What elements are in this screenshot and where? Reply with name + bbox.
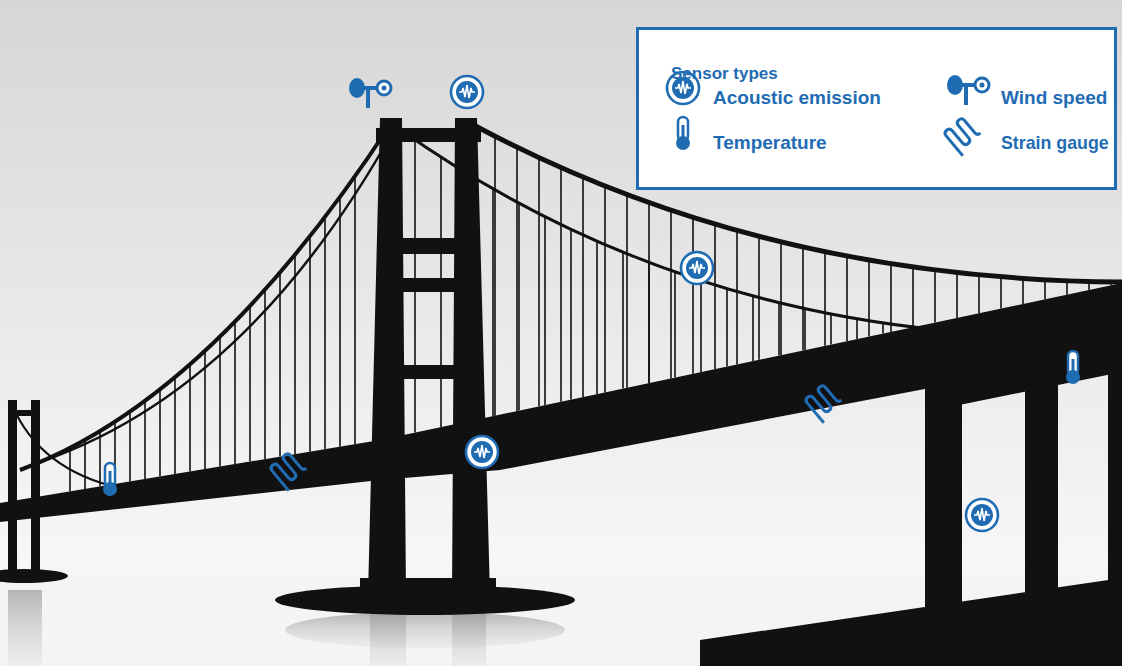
suspender-cable [354,175,356,444]
suspender-cable [670,210,672,378]
suspender-cable [752,296,754,361]
suspender-cable [570,230,572,400]
suspender-cable [264,289,266,459]
legend-label: Temperature [713,132,827,154]
suspender-cable [1066,281,1068,295]
suspender-cable [804,309,806,351]
suspender-cable [516,147,518,411]
bridge-silhouette [0,118,1122,666]
suspender-cable [492,189,494,416]
suspender-cable [912,267,914,327]
strain-gauge-symbol [805,382,846,423]
legend-box: Sensor typesAcoustic emission Wind speedT… [636,27,1117,190]
sensors [103,76,1080,531]
suspender-cable [908,326,910,328]
suspender-cable [440,158,442,428]
suspender-cable [129,412,131,482]
suspender-cable [1088,281,1090,290]
suspender-cable [189,364,191,472]
suspender-cable [494,136,496,416]
suspender-cable [648,202,650,383]
temperature-symbol [1066,351,1080,384]
suspender-cable [778,303,780,356]
suspender-cable [846,256,848,341]
suspender-cable [582,177,584,397]
suspender-cable [700,280,702,372]
suspender-cable [726,289,728,367]
suspender-cable [622,252,624,388]
suspender-cable [84,439,86,488]
temperature-symbol [676,117,690,150]
suspender-cable [294,256,296,454]
suspender-cable [234,321,236,464]
legend-heading: Sensor types [671,64,778,84]
suspender-cable [648,263,650,383]
suspender-cable [219,336,221,467]
temperature-symbol [103,463,117,496]
suspender-cable [339,196,341,446]
legend-label: Strain gauge [1001,133,1109,153]
suspender-cable [538,158,540,407]
suspender-cable [674,272,676,378]
suspender-cable [174,377,176,474]
suspender-cable [802,247,804,351]
acoustic-emission-symbol [966,499,998,531]
suspender-cable [890,264,892,332]
suspender-cable [626,194,628,387]
legend-samples [667,72,989,156]
suspender-cable [856,319,858,339]
suspender-cable [596,241,598,394]
acoustic-emission-symbol [681,252,713,284]
legend-panel [637,28,1116,189]
suspender-cable [518,204,520,411]
suspender-cable [144,401,146,479]
wind-speed-symbol [947,75,989,105]
legend-label: Wind speed [1001,87,1107,109]
suspender-cable [604,186,606,392]
suspender-cable [758,236,760,360]
strain-gauge-symbol [270,450,311,491]
suspender-cable [99,432,101,487]
suspender-cable [324,217,326,449]
acoustic-emission-symbol [466,436,498,468]
suspender-cable [204,350,206,469]
suspender-cable [544,217,546,405]
acoustic-emission-symbol [451,76,483,108]
suspender-cable [824,252,826,346]
suspender-cable [560,168,562,402]
suspender-cable [1044,280,1046,300]
suspender-cable [159,389,161,477]
suspender-cable [934,270,936,323]
suspender-cable [956,273,958,318]
suspender-cable [978,275,980,313]
suspender-cable [882,323,884,334]
suspender-cable [69,448,71,491]
suspender-cable [830,314,832,345]
suspender-cable [692,217,694,373]
strain-gauge-symbol [944,115,985,156]
suspender-cable [414,140,416,433]
wind-speed-symbol [349,78,391,108]
suspender-cable [309,236,311,452]
suspender-cable [249,306,251,461]
suspender-cable [1022,278,1024,304]
legend-label: Acoustic emission [713,87,881,109]
suspender-cable [466,173,468,422]
suspender-cable [714,224,716,369]
suspender-cable [1000,277,1002,309]
suspender-cable [868,260,870,336]
suspender-cable [780,242,782,355]
suspender-cable [1110,282,1112,285]
suspender-cable [279,273,281,456]
suspender-cable [736,230,738,364]
